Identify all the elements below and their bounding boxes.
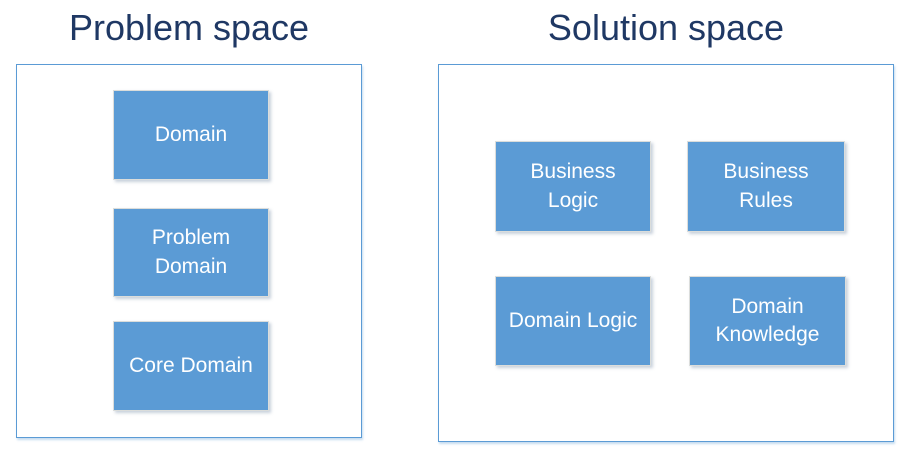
box-business-rules-label: Business Rules — [723, 160, 809, 212]
problem-space-title: Problem space — [68, 7, 310, 48]
box-core-domain-label: Core Domain — [129, 353, 253, 377]
box-problem-domain: Problem Domain — [113, 208, 269, 297]
box-domain: Domain — [113, 90, 269, 180]
box-business-rules: Business Rules — [687, 141, 845, 232]
box-domain-knowledge-label: Domain Knowledge — [715, 294, 820, 346]
box-business-logic-label: Business Logic — [530, 160, 616, 212]
box-domain-label: Domain — [154, 122, 228, 146]
box-problem-domain-label: Problem Domain — [151, 226, 231, 278]
box-domain-logic-label: Domain Logic — [508, 308, 638, 332]
solution-space-panel: Business Logic Business Rules Domain Log… — [438, 64, 894, 442]
box-core-domain: Core Domain — [113, 321, 269, 411]
box-domain-logic: Domain Logic — [495, 276, 651, 366]
box-business-logic: Business Logic — [495, 141, 651, 232]
box-domain-knowledge: Domain Knowledge — [689, 276, 846, 366]
problem-space-panel: Domain Problem Domain Core Domain — [16, 64, 362, 438]
solution-space-title: Solution space — [547, 7, 785, 48]
